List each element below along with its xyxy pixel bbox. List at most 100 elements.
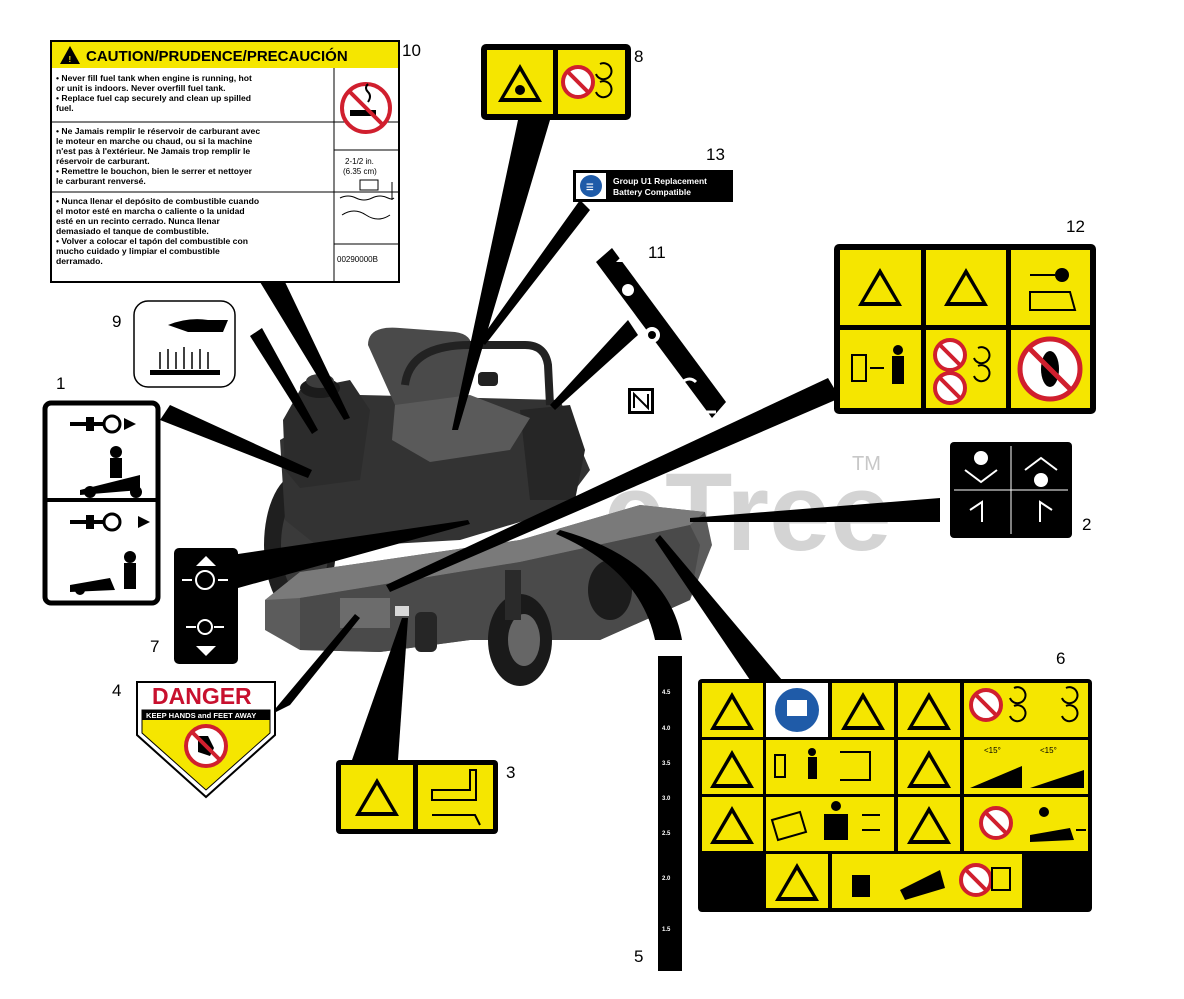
arrows-up-icon xyxy=(1024,456,1058,471)
key-removal-icon xyxy=(1029,268,1077,311)
arrow-down-icon xyxy=(681,377,698,384)
en-line-4: fuel. xyxy=(56,103,74,113)
en-line-2: or unit is indoors. Never overfill fuel … xyxy=(56,83,226,93)
operator-seated-icon xyxy=(80,446,142,498)
leader-10 xyxy=(260,282,350,420)
hand-icon xyxy=(168,319,228,332)
decal-10-english: • Never fill fuel tank when engine is ru… xyxy=(56,73,252,113)
leader-3 xyxy=(352,618,408,760)
leader-2 xyxy=(690,498,940,522)
knob-icon xyxy=(648,331,656,339)
height-3-0: 3.0 xyxy=(662,796,671,802)
en-line-3: • Replace fuel cap securely and clean up… xyxy=(56,93,251,103)
bystander-distance-icon xyxy=(774,748,871,781)
decal-10-spanish: • Nunca llenar el depósito de combustibl… xyxy=(56,196,259,266)
callout-11: 11 xyxy=(648,243,666,262)
decal-6: <15° <15° xyxy=(698,679,1092,912)
callout-5: 5 xyxy=(634,947,643,966)
leader-6 xyxy=(655,535,782,680)
decal-13-line-1: Group U1 Replacement xyxy=(613,176,707,186)
battery-icon xyxy=(852,875,870,897)
no-hands-icon xyxy=(969,688,1003,722)
callout-12: 12 xyxy=(1066,217,1085,236)
height-4-5: 4.5 xyxy=(662,690,671,696)
mower-illustration xyxy=(264,327,712,686)
es-line-5: • Volver a colocar el tapón del combusti… xyxy=(56,236,248,246)
parking-brake-release-icon xyxy=(197,619,213,635)
arrow-down-icon xyxy=(196,646,216,656)
leader-5 xyxy=(556,530,682,640)
callout-13: 13 xyxy=(706,145,725,164)
fr-line-1: • Ne Jamais remplir le réservoir de carb… xyxy=(56,126,260,136)
height-2-0: 2.0 xyxy=(662,876,671,882)
decal-10-title: CAUTION/PRUDENCE/PRECAUCIÓN xyxy=(86,47,348,65)
decal-8 xyxy=(481,44,631,120)
mower-reverse-icon xyxy=(1030,807,1086,842)
lever-engaged-icon xyxy=(70,414,136,434)
height-3-5: 3.5 xyxy=(662,761,671,767)
leader-1 xyxy=(160,405,312,478)
decal-10-dimension-metric: (6.35 cm) xyxy=(343,167,377,176)
decal-11 xyxy=(596,248,726,418)
decal-5-height-gauge: 4.5 4.0 3.5 3.0 2.5 2.0 1.5 xyxy=(658,656,682,971)
svg-text:!: ! xyxy=(69,55,72,64)
leader-9 xyxy=(250,328,318,434)
slope-right-label: <15° xyxy=(1040,746,1057,755)
no-hands-icon xyxy=(184,724,228,768)
decal-3 xyxy=(336,760,498,834)
decal-4-title: DANGER xyxy=(152,683,252,709)
lever-disengaged-icon xyxy=(70,512,150,532)
gear-icon xyxy=(622,284,634,296)
height-1-5: 1.5 xyxy=(662,927,671,933)
neutral-n-icon xyxy=(628,388,654,414)
slope-across-icon xyxy=(970,766,1022,788)
no-hands-icon xyxy=(933,338,967,372)
arrow-up-icon xyxy=(196,556,216,566)
chute-icon xyxy=(431,769,477,801)
decal-12 xyxy=(834,244,1096,414)
operator-controls-icon xyxy=(770,801,880,842)
parking-brake-icon xyxy=(195,570,215,590)
decal-13-line-2: Battery Compatible xyxy=(613,187,691,197)
leader-lines xyxy=(160,120,940,760)
height-2-5: 2.5 xyxy=(662,831,671,837)
bystander-distance-icon xyxy=(851,345,904,384)
decal-10-dimension: 2-1/2 in. xyxy=(345,157,374,166)
decal-7 xyxy=(174,548,238,664)
no-passenger-icon xyxy=(979,806,1013,840)
decal-9 xyxy=(133,300,236,388)
leader-12 xyxy=(386,378,840,592)
no-smoking-icon xyxy=(340,82,392,134)
es-line-3: esté en un recinto cerrado. Nunca llenar xyxy=(56,216,220,226)
callout-1: 1 xyxy=(56,374,65,393)
decal-10-caution: ! CAUTION/PRUDENCE/PRECAUCIÓN • Never fi… xyxy=(50,40,400,283)
callout-7: 7 xyxy=(150,637,159,656)
leader-8 xyxy=(452,120,550,430)
arrow-up-icon xyxy=(616,254,632,262)
callout-4: 4 xyxy=(112,681,121,700)
neutral-icon xyxy=(974,451,988,465)
leader-4 xyxy=(270,614,360,715)
es-line-7: derramado. xyxy=(56,256,103,266)
leader-11 xyxy=(550,320,638,410)
es-line-1: • Nunca llenar el depósito de combustibl… xyxy=(56,196,259,206)
fr-line-4: réservoir de carburant. xyxy=(56,156,150,166)
no-towing-icon xyxy=(959,863,993,897)
en-line-1: • Never fill fuel tank when engine is ru… xyxy=(56,73,252,83)
es-line-6: mucho cuidado y limpiar el combustible xyxy=(56,246,220,256)
arrows-down-icon xyxy=(964,469,998,484)
watermark-tm: TM xyxy=(852,453,881,475)
decal-2 xyxy=(950,442,1072,538)
callout-6: 6 xyxy=(1056,649,1065,668)
hot-surface-icon xyxy=(159,347,209,369)
callout-8: 8 xyxy=(634,47,643,66)
callout-10: 10 xyxy=(402,41,421,60)
operator-pushing-icon xyxy=(70,551,136,595)
decal-10-part-number: 00290000B xyxy=(337,255,378,264)
decal-4-subtitle: KEEP HANDS and FEET AWAY xyxy=(146,711,256,720)
fr-line-6: le carburant renversé. xyxy=(56,176,146,186)
fuel-level-icon xyxy=(339,179,395,220)
towing-icon xyxy=(900,870,945,900)
es-line-4: demasiado el tanque de combustible. xyxy=(56,226,209,236)
